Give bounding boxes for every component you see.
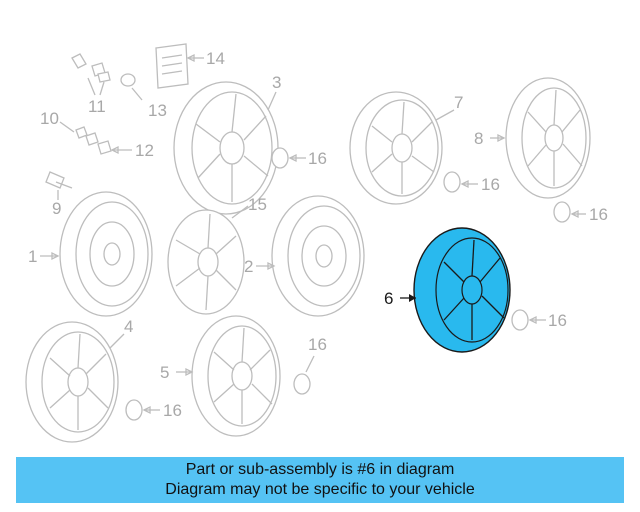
part-11-valve-parts	[71, 53, 111, 96]
callout-13: 13	[148, 101, 167, 120]
part-16-center-cap-f	[293, 355, 315, 395]
info-banner: Part or sub-assembly is #6 in diagram Di…	[16, 457, 624, 503]
part-9-sensor	[45, 171, 73, 200]
part-16-center-cap-a	[271, 147, 306, 169]
callout-10: 10	[40, 109, 59, 128]
callout-8: 8	[474, 129, 483, 148]
part-16-center-cap-d	[511, 309, 546, 331]
callout-15: 15	[248, 195, 267, 214]
part-12-cap	[97, 140, 132, 155]
banner-line-2: Diagram may not be specific to your vehi…	[165, 481, 475, 498]
callout-3: 3	[272, 73, 281, 92]
callout-5: 5	[160, 363, 169, 382]
callout-7: 7	[454, 93, 463, 112]
part-3-alloy-wheel	[173, 81, 279, 215]
callout-4: 4	[124, 317, 133, 336]
callout-12: 12	[135, 141, 154, 160]
callout-1: 1	[28, 247, 37, 266]
parts-diagram: 14 11 13 10 12 9	[25, 43, 608, 443]
part-16-center-cap-b	[443, 171, 478, 193]
callout-11: 11	[88, 97, 106, 116]
part-15-wheel-cover	[167, 205, 249, 315]
part-4-alloy-wheel	[25, 321, 125, 443]
callout-9: 9	[52, 199, 61, 218]
part-16-center-cap-c	[553, 201, 586, 223]
part-14-label-card	[155, 43, 204, 89]
callout-14: 14	[206, 49, 225, 68]
part-8-alloy-wheel	[490, 77, 591, 199]
part-10-valve	[59, 121, 99, 146]
part-2-steel-wheel	[256, 195, 365, 317]
part-5-alloy-wheel	[176, 315, 281, 437]
callout-2: 2	[244, 257, 253, 276]
banner-line-1: Part or sub-assembly is #6 in diagram	[185, 461, 455, 478]
callout-16-a: 16	[308, 149, 327, 168]
part-7-alloy-wheel	[349, 91, 455, 205]
part-1-steel-wheel	[40, 191, 153, 317]
part-6-highlighted-wheel[interactable]	[400, 227, 511, 353]
callout-6: 6	[384, 289, 393, 308]
part-13-cap	[120, 73, 143, 101]
callout-16-d: 16	[548, 311, 567, 330]
callout-16-e: 16	[163, 401, 182, 420]
part-16-center-cap-e	[125, 399, 160, 421]
callout-16-f: 16	[308, 335, 327, 354]
callout-16-c: 16	[589, 205, 608, 224]
callout-16-b: 16	[481, 175, 500, 194]
